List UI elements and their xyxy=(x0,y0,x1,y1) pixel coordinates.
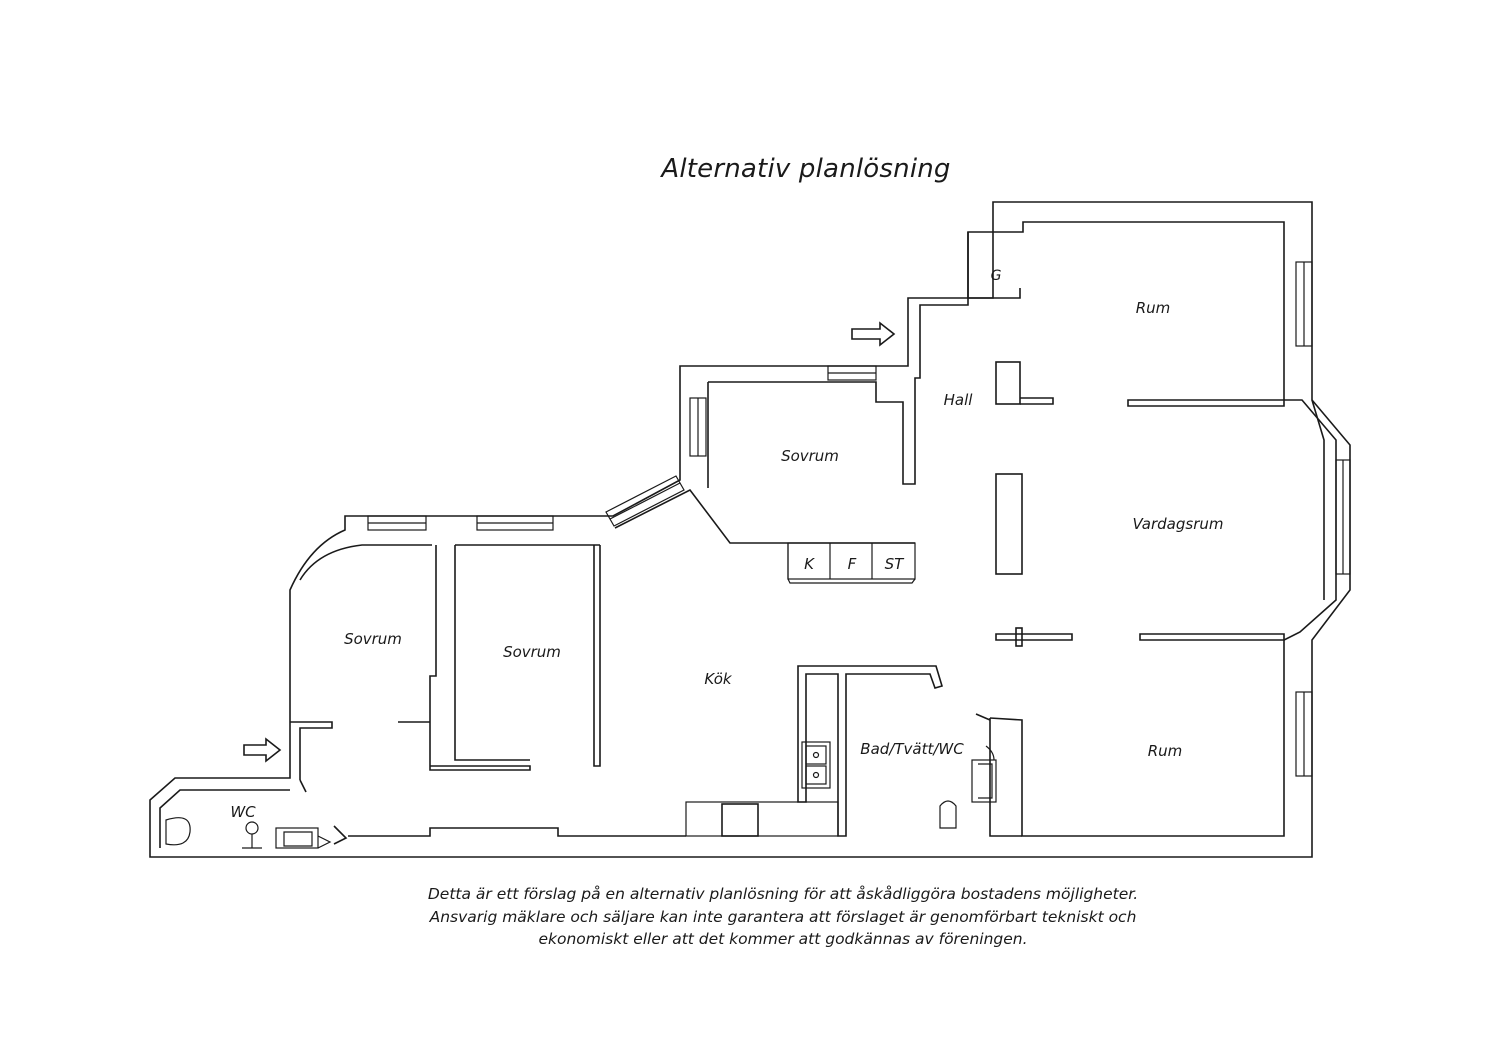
washbasin-icon xyxy=(971,759,997,803)
room-label-g: G xyxy=(991,268,1002,284)
entrance-arrow-icon xyxy=(243,737,282,763)
page-title: Alternativ planlösning xyxy=(661,154,951,184)
entrance-arrows xyxy=(243,321,896,763)
stove-icon xyxy=(721,803,759,837)
room-label-rum-bottom: Rum xyxy=(1148,742,1183,760)
storage-label-st: ST xyxy=(885,555,906,573)
room-label-hall: Hall xyxy=(944,391,974,409)
sink-icon xyxy=(801,741,831,789)
kitchen-fixtures xyxy=(685,542,916,837)
storage-label-f: F xyxy=(848,555,857,573)
disclaimer-line: Ansvarig mäklare och säljare kan inte ga… xyxy=(429,907,1137,926)
room-label-sovrum-left: Sovrum xyxy=(344,630,402,648)
room-label-sovrum-mid: Sovrum xyxy=(781,447,839,465)
disclaimer-line: Detta är ett förslag på en alternativ pl… xyxy=(427,885,1139,903)
toilet-icon xyxy=(939,800,957,829)
room-label-bad: Bad/Tvätt/WC xyxy=(860,740,964,758)
bathroom-fixtures xyxy=(165,745,997,849)
wc-toilet-icon xyxy=(165,817,191,846)
disclaimer: Detta är ett förslag på en alternativ pl… xyxy=(0,883,1500,951)
storage-label-k: K xyxy=(804,555,815,573)
room-label-sovrum-center: Sovrum xyxy=(503,643,561,661)
interior-walls xyxy=(290,232,1285,845)
wc-sink-icon xyxy=(275,827,319,849)
entrance-arrow-icon xyxy=(851,321,896,347)
room-label-rum-top: Rum xyxy=(1136,299,1171,317)
kitchen-counter xyxy=(685,801,839,837)
room-label-wc: WC xyxy=(230,803,256,821)
outer-walls xyxy=(149,201,1351,858)
room-label-kok: Kök xyxy=(704,670,732,688)
wc-basin-icon xyxy=(245,821,259,835)
windows xyxy=(367,261,1351,777)
room-label-vardagsrum: Vardagsrum xyxy=(1133,515,1224,533)
disclaimer-line: ekonomiskt eller att det kommer att godk… xyxy=(538,930,1028,948)
